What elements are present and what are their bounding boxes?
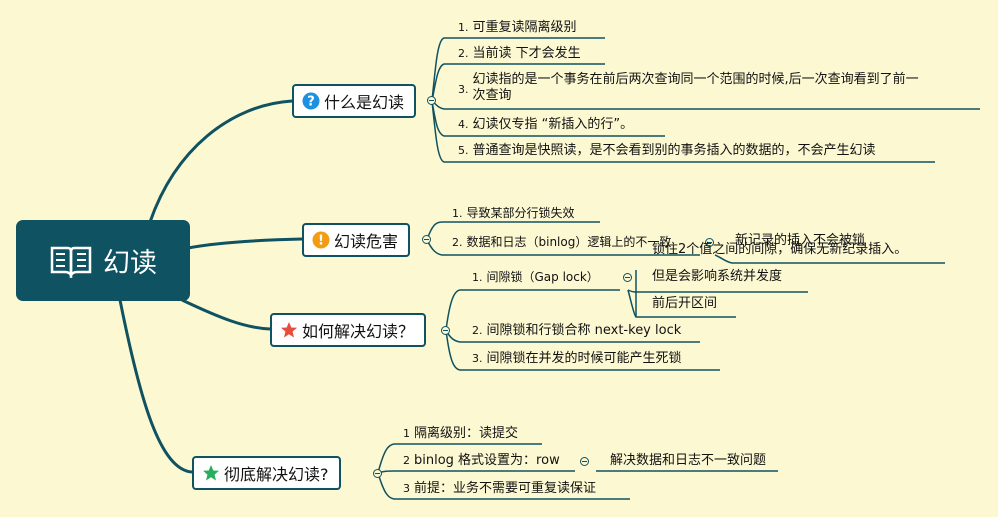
branch-fully-solve[interactable]: 彻底解决幻读?	[192, 456, 341, 490]
branch-label: 彻底解决幻读?	[224, 465, 329, 484]
list-item: 2.数据和日志（binlog）逻辑上的不一致	[452, 235, 672, 249]
list-item: 3.幻读指的是一个事务在前后两次查询同一个范围的时候,后一次查询看到了前一次查询	[458, 72, 919, 103]
collapse-toggle[interactable]	[441, 326, 450, 335]
list-item: 1.导致某部分行锁失效	[452, 206, 575, 220]
star-icon	[280, 321, 298, 339]
list-item: 1.可重复读隔离级别	[458, 20, 577, 35]
branch-phantom-read-harm[interactable]: ! 幻读危害	[302, 223, 411, 257]
collapse-toggle[interactable]	[623, 273, 632, 282]
collapse-toggle[interactable]	[705, 238, 714, 247]
svg-text:?: ?	[307, 95, 315, 110]
collapse-toggle[interactable]	[373, 469, 382, 478]
branch-how-to-solve[interactable]: 如何解决幻读？	[270, 313, 427, 347]
list-item: 新记录的插入不会被锁	[735, 233, 866, 248]
list-item: 2.当前读 下才会发生	[458, 46, 581, 61]
list-item: 前后开区间	[652, 296, 718, 311]
root-title: 幻读	[103, 248, 157, 279]
question-icon: ?	[302, 92, 320, 110]
collapse-toggle[interactable]	[427, 96, 436, 105]
list-item: 4.幻读仅专指 “新插入的行”。	[458, 117, 634, 132]
list-item: 3.间隙锁在并发的时候可能产生死锁	[472, 351, 682, 366]
branch-label: 什么是幻读	[324, 93, 405, 112]
list-item: 1.间隙锁（Gap lock）	[472, 270, 599, 284]
star-icon	[202, 464, 220, 482]
list-item: 锁住2个值之间的间隙，确保无新纪录插入。	[652, 242, 908, 257]
branch-label: 如何解决幻读？	[302, 322, 415, 341]
collapse-toggle[interactable]	[580, 457, 589, 466]
branch-what-is-phantom-read[interactable]: ? 什么是幻读	[292, 84, 417, 118]
collapse-toggle[interactable]	[422, 235, 431, 244]
book-icon	[49, 244, 93, 279]
branch-label: 幻读危害	[334, 232, 399, 251]
list-item: 但是会影响系统并发度	[652, 269, 783, 284]
list-item: 解决数据和日志不一致问题	[610, 453, 767, 468]
list-item: 5.普通查询是快照读，是不会看到别的事务插入的数据的，不会产生幻读	[458, 143, 876, 158]
list-item: 2.间隙锁和行锁合称 next-key lock	[472, 323, 682, 338]
exclamation-icon: !	[312, 231, 330, 249]
root-node[interactable]: 幻读	[16, 220, 190, 301]
svg-text:!: !	[318, 234, 324, 249]
